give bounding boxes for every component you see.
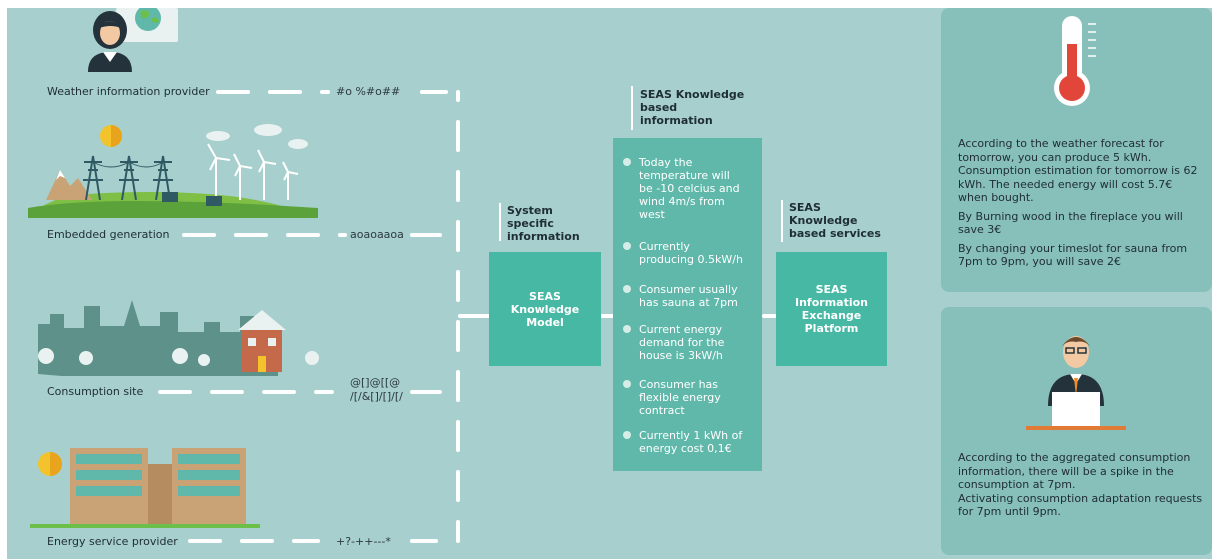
house-icon bbox=[238, 310, 286, 372]
bullet-icon bbox=[623, 431, 631, 439]
embedded-code: aoaoaaoa bbox=[350, 228, 404, 241]
sun-icon bbox=[38, 452, 62, 476]
system-specific-header: System specific information bbox=[507, 204, 580, 243]
seas-information-exchange-platform-box: SEAS Information Exchange Platform bbox=[776, 252, 887, 366]
weather-advice-text: According to the weather forecast for to… bbox=[958, 137, 1198, 268]
thermometer-icon bbox=[1054, 16, 1096, 106]
city-silhouette-icon bbox=[38, 300, 319, 376]
knowledge-services-bar bbox=[781, 200, 783, 242]
consumption-site-label: Consumption site bbox=[47, 385, 144, 398]
consumption-advice-text: According to the aggregated consumption … bbox=[958, 451, 1203, 518]
system-specific-bar bbox=[499, 203, 501, 241]
embedded-generation-illustration bbox=[28, 124, 318, 218]
sun-icon bbox=[100, 125, 122, 147]
businessman-icon bbox=[1026, 336, 1126, 430]
embedded-generation-label: Embedded generation bbox=[47, 228, 170, 241]
bullet-icon bbox=[623, 380, 631, 388]
energy-service-provider-label: Energy service provider bbox=[47, 535, 178, 548]
seas-knowledge-model-box: SEAS Knowledge Model bbox=[489, 252, 601, 366]
consumption-code-line2: /[/&[]/[]/[/ bbox=[350, 390, 403, 403]
bullet-icon bbox=[623, 242, 631, 250]
wind-turbine-icon bbox=[207, 143, 299, 200]
bullet-icon bbox=[623, 285, 631, 293]
knowledge-based-information-header: SEAS Knowledge based information bbox=[640, 88, 745, 127]
weather-provider-label: Weather information provider bbox=[47, 85, 210, 98]
person-icon bbox=[88, 8, 178, 72]
bullet-icon bbox=[623, 158, 631, 166]
knowledge-based-services-header: SEAS Knowledge based services bbox=[789, 201, 881, 240]
office-building-icon bbox=[30, 448, 260, 528]
bullet-icon bbox=[623, 325, 631, 333]
weather-code: #o %#o## bbox=[336, 85, 401, 98]
power-pylon-icon bbox=[83, 155, 173, 201]
consumption-code-line1: @[]@[[@ bbox=[350, 376, 401, 389]
solar-panel-icon bbox=[162, 192, 222, 206]
energy-service-code: +?-++---* bbox=[336, 535, 391, 548]
knowledge-info-bar bbox=[631, 86, 633, 130]
